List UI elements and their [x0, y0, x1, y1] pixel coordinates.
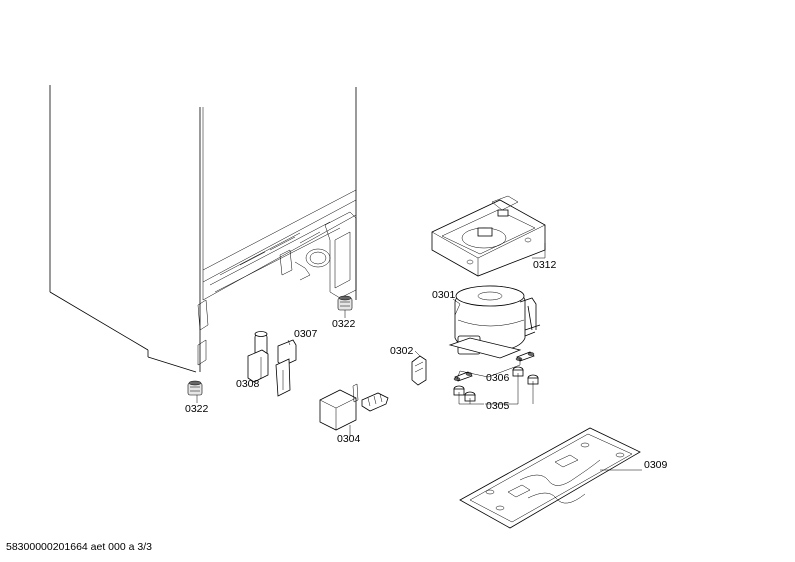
- label-0312: 0312: [533, 259, 557, 271]
- relay-capacitor[interactable]: [247, 331, 269, 383]
- label-0322-left: 0322: [185, 403, 209, 415]
- label-0306: 0306: [486, 372, 510, 384]
- drip-tray[interactable]: [431, 195, 546, 277]
- compressor[interactable]: [448, 285, 541, 359]
- label-0304: 0304: [337, 433, 361, 445]
- foot-left[interactable]: [187, 380, 203, 400]
- label-0309: 0309: [644, 459, 668, 471]
- label-0301: 0301: [432, 289, 456, 301]
- leader-lines: [196, 243, 642, 471]
- retaining-clip[interactable]: [411, 355, 427, 386]
- label-0307: 0307: [294, 328, 318, 340]
- base-plate[interactable]: [459, 427, 641, 529]
- label-0308: 0308: [236, 378, 260, 390]
- relay-box[interactable]: [319, 383, 389, 431]
- label-0322-right: 0322: [332, 318, 356, 330]
- label-0305: 0305: [486, 400, 510, 412]
- cabinet-outline: [49, 85, 357, 373]
- document-footer: 58300000201664 aet 000 a 3/3: [6, 541, 152, 553]
- label-0302: 0302: [390, 345, 414, 357]
- foot-right[interactable]: [337, 295, 353, 315]
- relay-bracket[interactable]: [275, 339, 297, 397]
